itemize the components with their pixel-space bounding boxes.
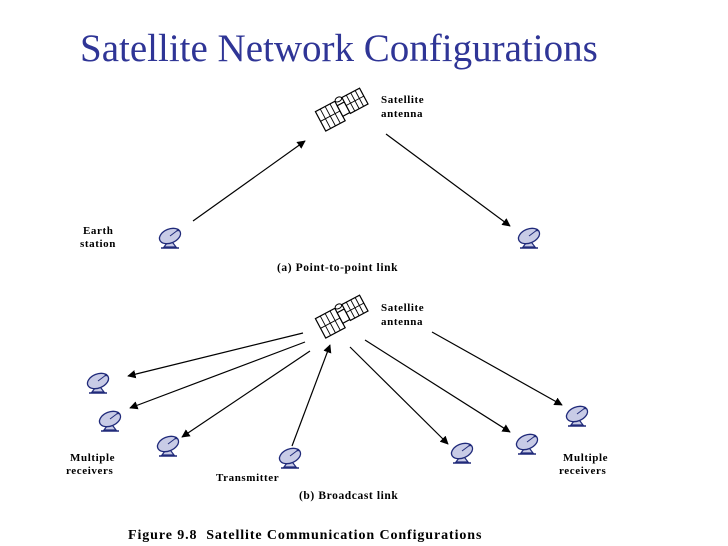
broadcast-arrow [364,339,511,433]
satellite-icon [313,85,371,132]
receiver-dish-icon [563,402,591,427]
receivers-label-right: Multiple [563,452,608,464]
transmitter-label: Transmitter [216,472,279,484]
broadcast-arrow [431,331,563,406]
satellite-label: Satellite [381,302,424,314]
downlink-arrow [385,133,511,227]
uplink-arrow [192,140,306,222]
earth-station-dish-icon [156,224,184,249]
slide-title: Satellite Network Configurations [80,27,598,70]
receivers-label-left: receivers [66,465,113,477]
receivers-label-left: Multiple [70,452,115,464]
satellite-label: Satellite [381,94,424,106]
broadcast-arrow [181,350,311,438]
broadcast-arrow [127,332,304,379]
satellite-label: antenna [381,316,423,328]
receiver-dish-icon [448,439,476,464]
earth-station-dish-icon [515,224,543,249]
satellite-label: antenna [381,108,423,120]
caption-broadcast: (b) Broadcast link [299,490,398,502]
uplink-arrow [291,344,332,447]
receivers-label-right: receivers [559,465,606,477]
figure-caption: Figure 9.8 Satellite Communication Confi… [128,528,482,543]
receiver-dish-icon [84,369,112,394]
earth-station-label: Earth [83,225,114,237]
earth-station-label: station [80,238,116,250]
receiver-dish-icon [154,432,182,457]
transmitter-dish-icon [276,444,304,469]
caption-point-to-point: (a) Point-to-point link [277,262,398,274]
receiver-dish-icon [513,430,541,455]
broadcast-arrow [129,341,306,410]
broadcast-arrow [349,346,449,445]
satellite-icon [313,292,371,339]
receiver-dish-icon [96,407,124,432]
